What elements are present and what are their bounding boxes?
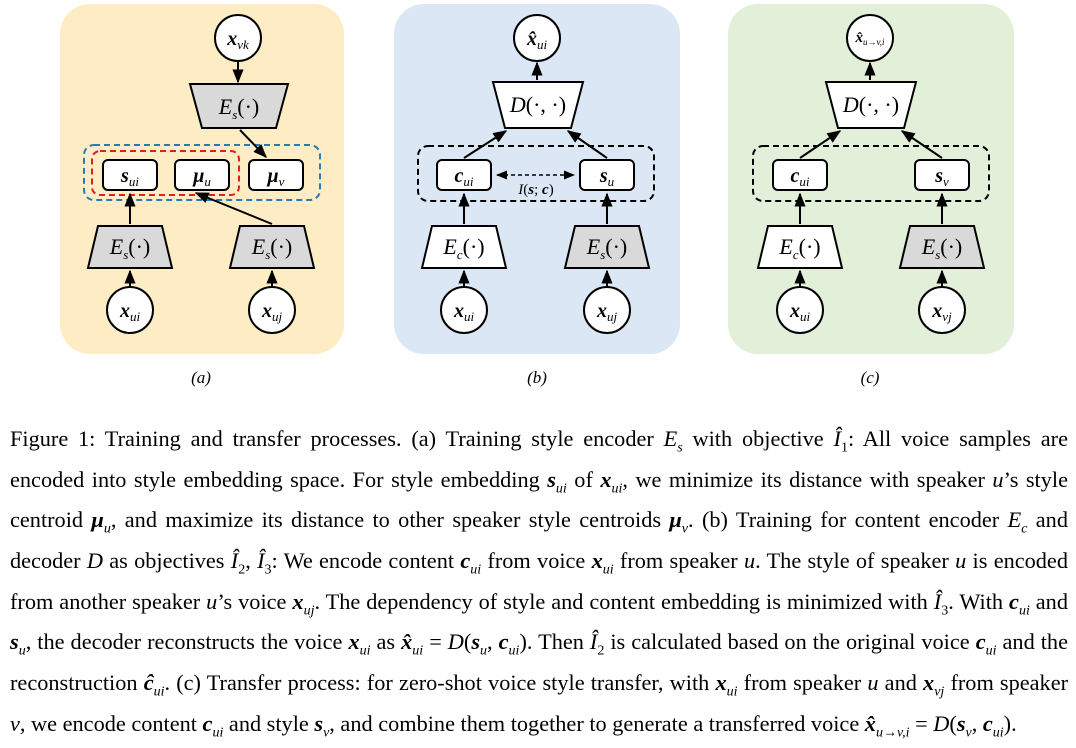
embedding-mu-u bbox=[174, 159, 230, 191]
caption-text: . (c) Transfer process: for zero-shot vo… bbox=[164, 669, 716, 695]
top-style-encoder-label: Es(·) bbox=[218, 94, 260, 122]
content-encoder-b bbox=[420, 225, 508, 269]
svg-text:xui: xui bbox=[789, 300, 811, 324]
caption-text: , and combine them together to generate … bbox=[329, 710, 865, 736]
caption-text: with objective bbox=[682, 426, 834, 451]
node-x-hat-ui bbox=[513, 14, 561, 62]
caption-text: Figure 1: Training and transfer processe… bbox=[10, 426, 664, 451]
svg-text:sui: sui bbox=[120, 165, 139, 189]
svg-text:sv: sv bbox=[934, 165, 949, 189]
dashed-group-c bbox=[752, 145, 990, 202]
style-encoder-c bbox=[898, 225, 986, 269]
svg-text:x̂u→v,i: x̂u→v,i bbox=[854, 30, 885, 47]
caption-text: . Then bbox=[526, 629, 590, 655]
style-encoder-left bbox=[86, 225, 174, 269]
caption-text: is encoded from another speaker bbox=[10, 547, 1068, 614]
svg-text:Ec(·): Ec(·) bbox=[442, 234, 484, 262]
embedding-c-ui-c bbox=[772, 159, 828, 191]
svg-text:μv: μv bbox=[267, 165, 285, 189]
panel-b-label: (b) bbox=[527, 368, 547, 387]
dashed-group-b bbox=[417, 145, 655, 202]
caption-text: : We encode content bbox=[271, 547, 461, 573]
caption-text: ’s style centroid bbox=[10, 466, 1068, 533]
caption-text: . The dependency of style and content em… bbox=[314, 588, 934, 614]
svg-text:xuj: xuj bbox=[596, 300, 618, 324]
caption-text: and bbox=[878, 669, 924, 695]
svg-text:xuj: xuj bbox=[261, 300, 283, 324]
caption-text: from speaker bbox=[737, 669, 868, 695]
panel-c-label: (c) bbox=[861, 368, 880, 387]
caption-text: as bbox=[370, 629, 402, 655]
svg-text:Ec(·): Ec(·) bbox=[778, 234, 820, 262]
style-encoder-right bbox=[228, 225, 316, 269]
caption-text: from speaker bbox=[944, 669, 1069, 695]
svg-text:Es(·): Es(·) bbox=[586, 234, 628, 262]
style-encoder-b bbox=[563, 225, 651, 269]
svg-text:xvj: xvj bbox=[931, 300, 952, 324]
node-x-hat-transfer bbox=[846, 14, 894, 62]
panel-c: x̂u→v,i D(·, ·) cui sv Ec(·) Es(·) xui x… bbox=[728, 4, 1014, 387]
svg-text:cui: cui bbox=[454, 165, 473, 189]
panel-a-label: (a) bbox=[191, 368, 211, 387]
caption-text: : All voice samples are encoded into sty… bbox=[10, 426, 1068, 492]
svg-text:D(·, ·): D(·, ·) bbox=[842, 92, 899, 117]
caption-text: . The style of speaker bbox=[755, 547, 956, 573]
decoder-b bbox=[491, 81, 585, 129]
caption-text: . With bbox=[948, 588, 1010, 614]
content-encoder-c bbox=[756, 225, 844, 269]
caption-text: as objectives bbox=[102, 547, 231, 573]
method-diagram: xvk Es(·) sui μu μv Es(·) Es(·) xui xuj bbox=[60, 4, 1014, 387]
panel-b: x̂ui D(·, ·) cui su I(s; c) Ec(·) Es(·) … bbox=[394, 4, 680, 387]
svg-text:D(·, ·): D(·, ·) bbox=[509, 92, 566, 117]
caption-text: , we minimize its distance with speaker bbox=[622, 466, 993, 492]
svg-text:x̂ui: x̂ui bbox=[526, 28, 548, 52]
caption-text: from voice bbox=[481, 547, 592, 573]
top-style-encoder bbox=[188, 83, 290, 129]
embedding-s-ui bbox=[102, 159, 158, 191]
caption-text: and decoder bbox=[10, 507, 1068, 573]
caption-text: . (b) Training for content encoder bbox=[688, 507, 1008, 533]
caption-text: and bbox=[1029, 588, 1068, 614]
svg-text:xui: xui bbox=[453, 300, 475, 324]
svg-text:Es(·): Es(·) bbox=[921, 234, 963, 262]
caption-text: , the decoder reconstructs the voice bbox=[25, 629, 349, 655]
caption-text: . bbox=[1011, 710, 1017, 736]
embedding-c-ui-b bbox=[436, 159, 492, 191]
svg-text:Es(·): Es(·) bbox=[109, 234, 151, 262]
caption-text: , we encode content bbox=[19, 710, 203, 736]
figure-caption: Figure 1: Training and transfer processe… bbox=[10, 426, 1069, 741]
svg-text:Es(·): Es(·) bbox=[251, 234, 293, 262]
svg-text:xui: xui bbox=[119, 300, 141, 324]
caption-text: of bbox=[566, 466, 601, 492]
node-x-vk-label: xvk bbox=[226, 28, 249, 52]
panel-a: xvk Es(·) sui μu μv Es(·) Es(·) xui xuj bbox=[60, 4, 344, 387]
caption-text: and the reconstruction bbox=[10, 629, 1068, 695]
red-dashed-group bbox=[91, 150, 240, 196]
svg-text:cui: cui bbox=[790, 165, 809, 189]
embedding-mu-v bbox=[248, 159, 304, 191]
decoder-c bbox=[824, 81, 918, 129]
caption-text: is calculated based on the original voic… bbox=[604, 629, 976, 655]
caption-text: from speaker bbox=[613, 547, 744, 573]
mutual-info-label: I(s; c) bbox=[517, 182, 553, 198]
caption-text: and style bbox=[223, 710, 315, 736]
caption-text: , and maximize its distance to other spe… bbox=[110, 507, 670, 533]
svg-text:μu: μu bbox=[192, 165, 211, 189]
svg-text:su: su bbox=[599, 165, 615, 189]
embedding-s-v-c bbox=[914, 159, 970, 191]
caption-text: ’s voice bbox=[217, 588, 293, 614]
embedding-s-u-b bbox=[579, 159, 635, 191]
